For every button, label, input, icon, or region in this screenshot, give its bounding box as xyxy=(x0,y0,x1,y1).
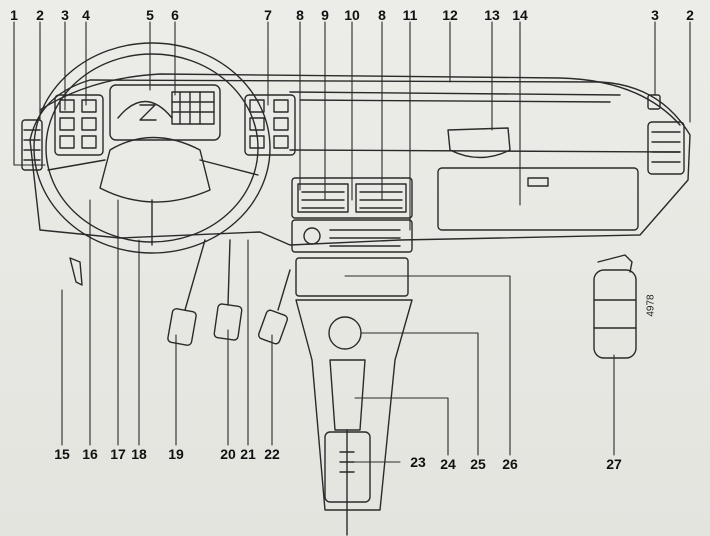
callout-3: 3 xyxy=(61,7,69,23)
callout-27: 27 xyxy=(606,456,622,472)
right-side-vent xyxy=(647,94,685,175)
callout-2-right: 2 xyxy=(686,7,694,23)
callout-2: 2 xyxy=(36,7,44,23)
callout-10: 10 xyxy=(344,7,360,23)
callout-22: 22 xyxy=(264,446,280,462)
callout-13: 13 xyxy=(484,7,500,23)
instrument-cluster xyxy=(109,84,221,141)
callout-1: 1 xyxy=(10,7,18,23)
callout-19: 19 xyxy=(168,446,184,462)
center-console xyxy=(295,299,413,536)
fire-extinguisher xyxy=(593,254,637,359)
callout-23: 23 xyxy=(410,454,426,470)
callout-16: 16 xyxy=(82,446,98,462)
callout-3-right: 3 xyxy=(651,7,659,23)
pedals xyxy=(167,239,291,346)
callout-17: 17 xyxy=(110,446,126,462)
callout-9: 9 xyxy=(321,7,329,23)
callout-14: 14 xyxy=(512,7,528,23)
heater-controls xyxy=(291,219,413,253)
leader-lines xyxy=(13,21,691,463)
callout-15: 15 xyxy=(54,446,70,462)
callout-12: 12 xyxy=(442,7,458,23)
callout-4: 4 xyxy=(82,7,90,23)
steering-wheel xyxy=(33,42,271,254)
dash-tray xyxy=(447,127,511,159)
callout-25: 25 xyxy=(470,456,486,472)
right-switch-pod xyxy=(244,94,296,156)
callout-7: 7 xyxy=(264,7,272,23)
callout-5: 5 xyxy=(146,7,154,23)
left-side-vent xyxy=(21,119,43,171)
callout-21: 21 xyxy=(240,446,256,462)
figure-code: 4978 xyxy=(645,294,657,317)
glovebox xyxy=(437,167,639,231)
bonnet-release xyxy=(69,257,83,286)
callout-11: 11 xyxy=(402,7,418,23)
callout-26: 26 xyxy=(502,456,518,472)
callout-24: 24 xyxy=(440,456,456,472)
callout-8-right: 8 xyxy=(378,7,386,23)
callout-6: 6 xyxy=(171,7,179,23)
left-switch-pod xyxy=(54,94,104,156)
callout-18: 18 xyxy=(131,446,147,462)
callout-8-left: 8 xyxy=(296,7,304,23)
callout-20: 20 xyxy=(220,446,236,462)
radio-slot xyxy=(295,257,409,297)
